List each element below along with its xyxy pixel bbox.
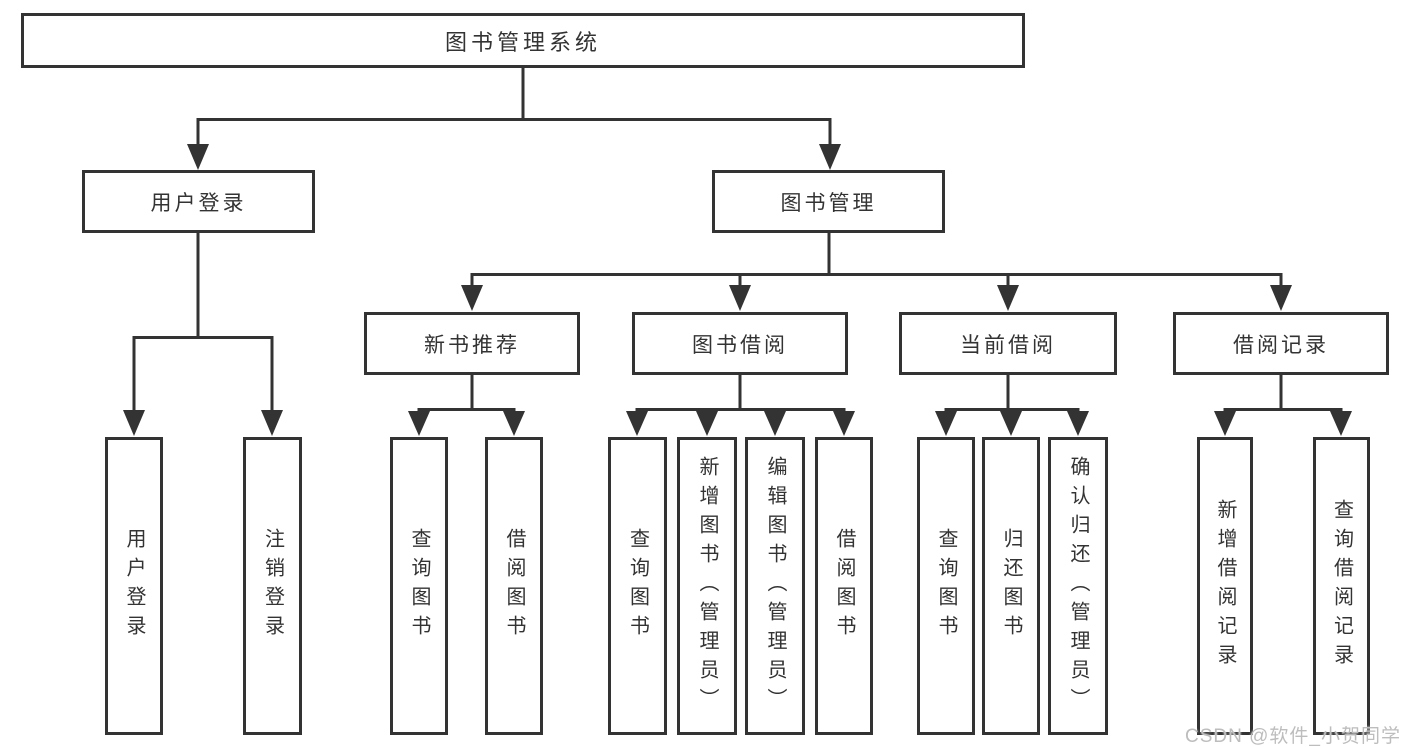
node-current-borrowing: 当前借阅 (899, 312, 1117, 375)
leaf-logout: 注销登录 (243, 437, 302, 735)
node-user-login: 用户登录 (82, 170, 315, 233)
node-book-borrowing: 图书借阅 (632, 312, 848, 375)
connector-root-split (196, 68, 832, 144)
node-new-book-recommend: 新书推荐 (364, 312, 580, 375)
leaf-borrowing-add-book-admin: 新增图书（管理员） (677, 437, 737, 735)
arrowheads-level3 (461, 285, 1292, 311)
connector-user-login-split (132, 233, 274, 410)
leaf-current-return-book: 归还图书 (982, 437, 1040, 735)
leaf-borrowing-borrow-book: 借阅图书 (815, 437, 873, 735)
leaf-records-query-record: 查询借阅记录 (1313, 437, 1370, 735)
connector-book-management-split (470, 232, 1283, 285)
leaf-recommend-query-book: 查询图书 (390, 437, 448, 735)
leaf-user-login: 用户登录 (105, 437, 163, 735)
leaf-current-confirm-return-admin: 确认归还（管理员） (1048, 437, 1108, 735)
arrowheads-level2 (187, 144, 841, 170)
node-library-system: 图书管理系统 (21, 13, 1025, 68)
connector-leaf-splits (417, 375, 1343, 411)
node-book-management: 图书管理 (712, 170, 945, 233)
leaf-recommend-borrow-book: 借阅图书 (485, 437, 543, 735)
node-borrowing-records: 借阅记录 (1173, 312, 1389, 375)
arrowheads-user-login-children (123, 410, 283, 436)
arrowheads-leaves (408, 411, 1352, 436)
leaf-borrowing-query-book: 查询图书 (608, 437, 667, 735)
csdn-watermark: CSDN @软件_小贺同学 (1185, 726, 1401, 747)
leaf-records-add-record: 新增借阅记录 (1197, 437, 1253, 735)
leaf-current-query-book: 查询图书 (917, 437, 975, 735)
leaf-borrowing-edit-book-admin: 编辑图书（管理员） (745, 437, 805, 735)
